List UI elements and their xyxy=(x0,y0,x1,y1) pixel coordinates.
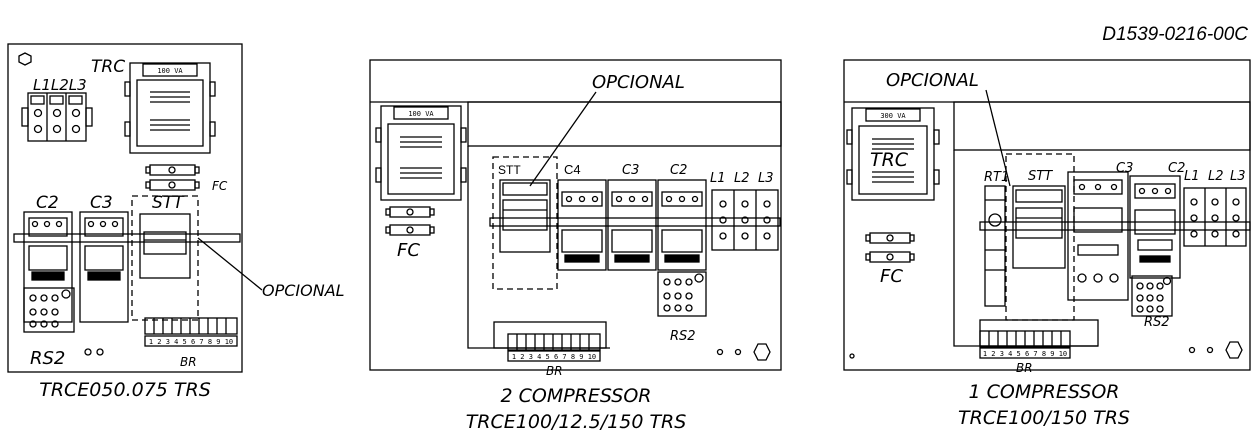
line-terminal-block xyxy=(1183,187,1247,247)
contactor-c3 xyxy=(1067,171,1129,301)
label-l1l2l3: L1L2L3 xyxy=(33,76,87,94)
panel-3-caption-line-2: TRCE100/150 TRS xyxy=(958,407,1130,429)
panel-1-enclosure xyxy=(7,43,243,373)
knockout-hole xyxy=(1188,346,1196,354)
optional-stt-zone xyxy=(492,156,558,290)
contactor-c3 xyxy=(79,211,129,323)
label-c3: C3 xyxy=(622,163,639,178)
terminal-strip-br: 1 2 3 4 5 6 7 8 9 10 xyxy=(979,330,1071,359)
label-trc: TRC xyxy=(870,149,909,171)
terminal-numbers: 1 2 3 4 5 6 7 8 9 10 xyxy=(512,353,596,361)
panel-2-caption-line-1: 2 COMPRESSOR xyxy=(500,385,651,407)
label-l1: L1 xyxy=(1184,169,1200,184)
label-rt1: RT1 xyxy=(984,170,1009,185)
hex-mark-icon xyxy=(18,52,32,66)
label-rs2: RS2 xyxy=(30,348,65,369)
optional-stt-zone xyxy=(131,195,199,321)
optional-stt-zone xyxy=(1005,153,1075,321)
knockout-hole xyxy=(84,348,92,356)
din-rail xyxy=(979,221,1251,231)
hex-mark-icon xyxy=(1225,341,1243,359)
svg-text:300 VA: 300 VA xyxy=(880,112,906,120)
transformer-300va: 300 VA xyxy=(846,107,940,201)
wiring-duct xyxy=(467,146,610,349)
contactor-c2 xyxy=(1129,175,1181,279)
label-br: BR xyxy=(546,364,563,378)
label-opcional: OPCIONAL xyxy=(592,72,685,93)
label-rs2: RS2 xyxy=(1144,315,1170,330)
label-l1: L1 xyxy=(710,171,726,186)
svg-text:100 VA: 100 VA xyxy=(408,110,434,118)
label-l2: L2 xyxy=(734,171,750,186)
label-stt: STT xyxy=(152,193,185,213)
label-rs2: RS2 xyxy=(670,329,696,344)
soft-starter-stt xyxy=(499,179,551,253)
label-br: BR xyxy=(1016,361,1033,375)
label-l3: L3 xyxy=(1230,169,1246,184)
knockout-hole xyxy=(716,348,724,356)
din-rail xyxy=(13,233,241,243)
knockout-hole xyxy=(1206,346,1214,354)
label-l2: L2 xyxy=(1208,169,1224,184)
line-terminal-block xyxy=(21,92,93,142)
knockout-hole xyxy=(734,348,742,356)
fuse-holder-fc xyxy=(385,206,435,236)
label-c2: C2 xyxy=(1168,161,1185,176)
transformer-100va: 100 VA xyxy=(124,62,216,154)
label-c4: C4 xyxy=(564,162,581,177)
panel-1-caption: TRCE050.075 TRS xyxy=(39,379,211,401)
panel-2-compressor: 100 VA FC OPCIONAL STT C4 C3 C2 xyxy=(369,59,782,433)
label-br: BR xyxy=(180,355,197,369)
upper-duct xyxy=(953,101,1251,151)
contactor-c4 xyxy=(557,179,607,271)
fuse-holder-fc xyxy=(145,164,200,191)
label-l3: L3 xyxy=(758,171,774,186)
panel-3-enclosure xyxy=(843,59,1251,371)
svg-text:100 VA: 100 VA xyxy=(157,67,183,75)
label-fc: FC xyxy=(397,240,420,261)
label-opcional: OPCIONAL xyxy=(886,70,979,91)
lower-duct xyxy=(493,321,607,349)
label-c3: C3 xyxy=(90,193,113,213)
overload-relay-rs2 xyxy=(1131,275,1173,317)
label-c2: C2 xyxy=(670,163,687,178)
contactor-c2 xyxy=(23,211,73,323)
panel-trce050: TRC L1L2L3 100 VA xyxy=(7,43,345,401)
soft-starter-stt xyxy=(139,213,191,279)
upper-duct xyxy=(467,101,782,147)
din-rail xyxy=(489,217,781,227)
label-fc: FC xyxy=(212,179,228,193)
fuse-holder-fc xyxy=(865,232,915,263)
opcional-leader-line xyxy=(529,91,597,187)
panel-2-caption-line-2: TRCE100/12.5/150 TRS xyxy=(466,411,687,433)
panel-3-caption-line-1: 1 COMPRESSOR xyxy=(968,381,1119,403)
panel-1-compressor: OPCIONAL 300 VA TRC FC RT1 xyxy=(843,59,1251,429)
hex-mark-icon xyxy=(753,343,771,361)
label-opcional: OPCIONAL xyxy=(262,281,345,300)
knockout-hole xyxy=(849,353,855,359)
terminal-numbers: 1 2 3 4 5 6 7 8 9 10 xyxy=(983,350,1067,358)
contactor-c3 xyxy=(607,179,657,271)
label-stt: STT xyxy=(498,163,521,177)
soft-starter-stt xyxy=(1012,185,1066,269)
label-fc: FC xyxy=(880,266,903,287)
transformer-100va: 100 VA xyxy=(375,105,467,201)
drawing-number: D1539-0216-00C xyxy=(1102,24,1248,45)
label-c3: C3 xyxy=(1116,161,1133,176)
line-terminal-block xyxy=(711,189,779,251)
knockout-hole xyxy=(96,348,104,356)
panel-2-enclosure xyxy=(369,59,782,371)
label-stt: STT xyxy=(1028,169,1053,184)
terminal-strip-br: 1 2 3 4 5 6 7 8 9 10 xyxy=(507,333,601,362)
overload-relay-rs2 xyxy=(23,287,75,333)
terminal-strip-br: 1 2 3 4 5 6 7 8 9 10 xyxy=(144,317,238,347)
contactor-c2 xyxy=(657,179,707,271)
label-c2: C2 xyxy=(36,193,59,213)
terminal-numbers: 1 2 3 4 5 6 7 8 9 10 xyxy=(149,338,233,346)
label-trc: TRC xyxy=(91,57,125,77)
opcional-leader-line xyxy=(197,237,263,291)
relay-rt1 xyxy=(984,185,1006,307)
overload-relay-rs2 xyxy=(657,271,707,317)
